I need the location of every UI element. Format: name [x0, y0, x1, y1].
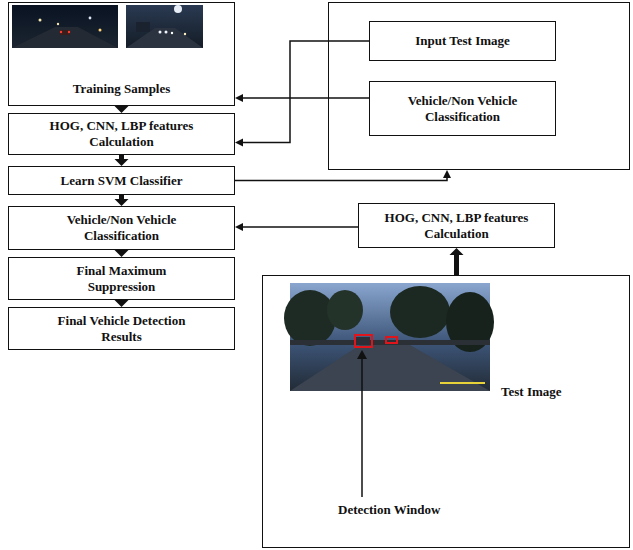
training-photo	[12, 5, 118, 48]
process-box: Input Test Image	[369, 21, 556, 61]
node-label: Vehicle/Non Vehicle Classification	[37, 212, 207, 243]
process-box: HOG, CNN, LBP features Calculation	[8, 113, 235, 155]
connector-line	[119, 195, 124, 199]
node-label: Final Maximum Suppression	[57, 263, 187, 294]
arrow-head	[235, 138, 243, 146]
arrow-head	[235, 223, 243, 231]
process-box: Learn SVM Classifier	[8, 166, 235, 195]
arrow-head	[235, 94, 243, 102]
connector-line	[454, 255, 459, 275]
connector	[235, 170, 451, 181]
process-box: Final Maximum Suppression	[8, 257, 235, 300]
connector	[115, 106, 129, 113]
node-label: HOG, CNN, LBP features Calculation	[367, 210, 546, 241]
arrow-head	[443, 170, 451, 178]
node-label: Learn SVM Classifier	[60, 173, 182, 189]
connector-line	[243, 97, 369, 99]
arrow-head	[115, 106, 129, 113]
training-photo	[126, 5, 203, 48]
node-label: Training Samples	[73, 81, 171, 97]
arrow-head	[450, 248, 464, 255]
connector	[235, 41, 369, 146]
node-label: HOG, CNN, LBP features Calculation	[17, 118, 226, 149]
test-photo	[284, 283, 494, 391]
connector-line	[243, 226, 358, 228]
node-label: Vehicle/Non Vehicle Classification	[388, 93, 538, 124]
arrow-head	[115, 300, 129, 307]
connector	[115, 155, 129, 166]
connector-line	[119, 155, 124, 159]
connector	[235, 223, 358, 231]
connector	[115, 195, 129, 206]
arrow-head	[115, 250, 129, 257]
process-box: HOG, CNN, LBP features Calculation	[358, 203, 555, 248]
group-box: Input Test ImageVehicle/Non Vehicle Clas…	[328, 2, 630, 170]
image-box: Test ImageDetection Window	[262, 275, 630, 548]
process-box: Vehicle/Non Vehicle Classification	[8, 206, 235, 250]
node-label: Final Vehicle Detection Results	[47, 313, 197, 344]
node-label: Input Test Image	[415, 33, 510, 49]
node-label: Test Image	[501, 384, 562, 400]
process-box: Vehicle/Non Vehicle Classification	[369, 81, 556, 136]
connector-line	[235, 178, 447, 181]
connector	[115, 250, 129, 257]
arrow-head	[115, 159, 129, 166]
connector	[115, 300, 129, 307]
connector	[450, 248, 464, 275]
leader-arrow	[357, 350, 367, 497]
process-box: Training Samples	[8, 2, 235, 106]
connector	[235, 94, 369, 102]
connector-line	[243, 41, 369, 142]
process-box: Final Vehicle Detection Results	[8, 307, 235, 350]
callout-label: Detection Window	[338, 502, 440, 518]
arrow-head	[115, 199, 129, 206]
